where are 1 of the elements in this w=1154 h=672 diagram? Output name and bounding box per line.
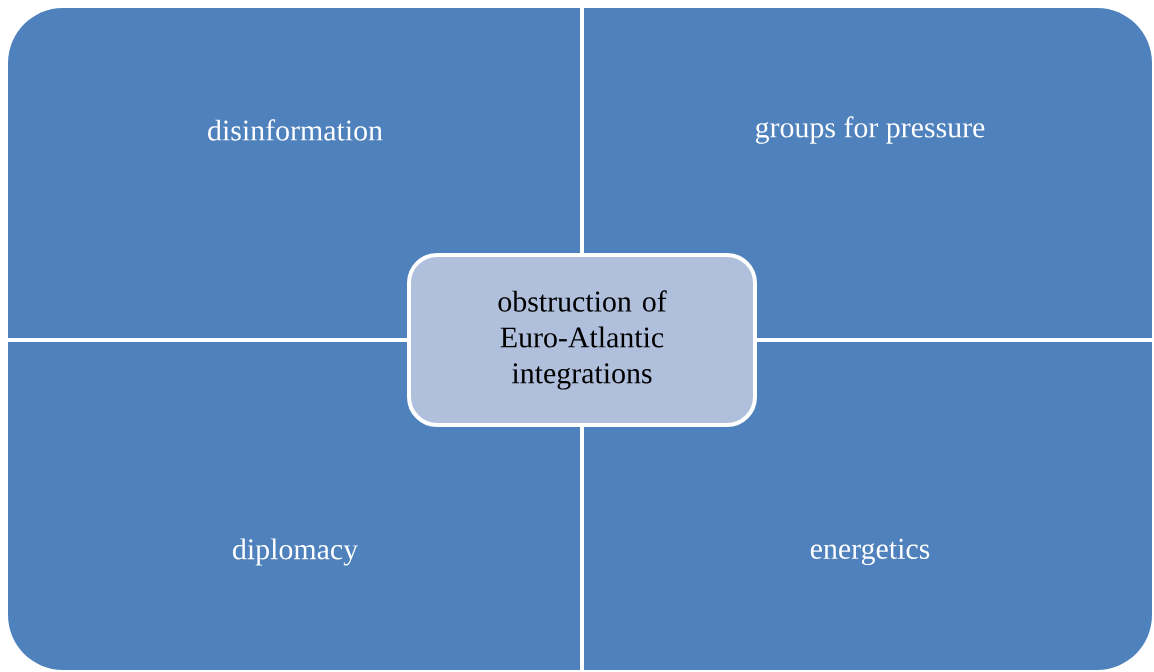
center-box: obstruction of Euro-Atlantic integrations — [407, 253, 757, 427]
